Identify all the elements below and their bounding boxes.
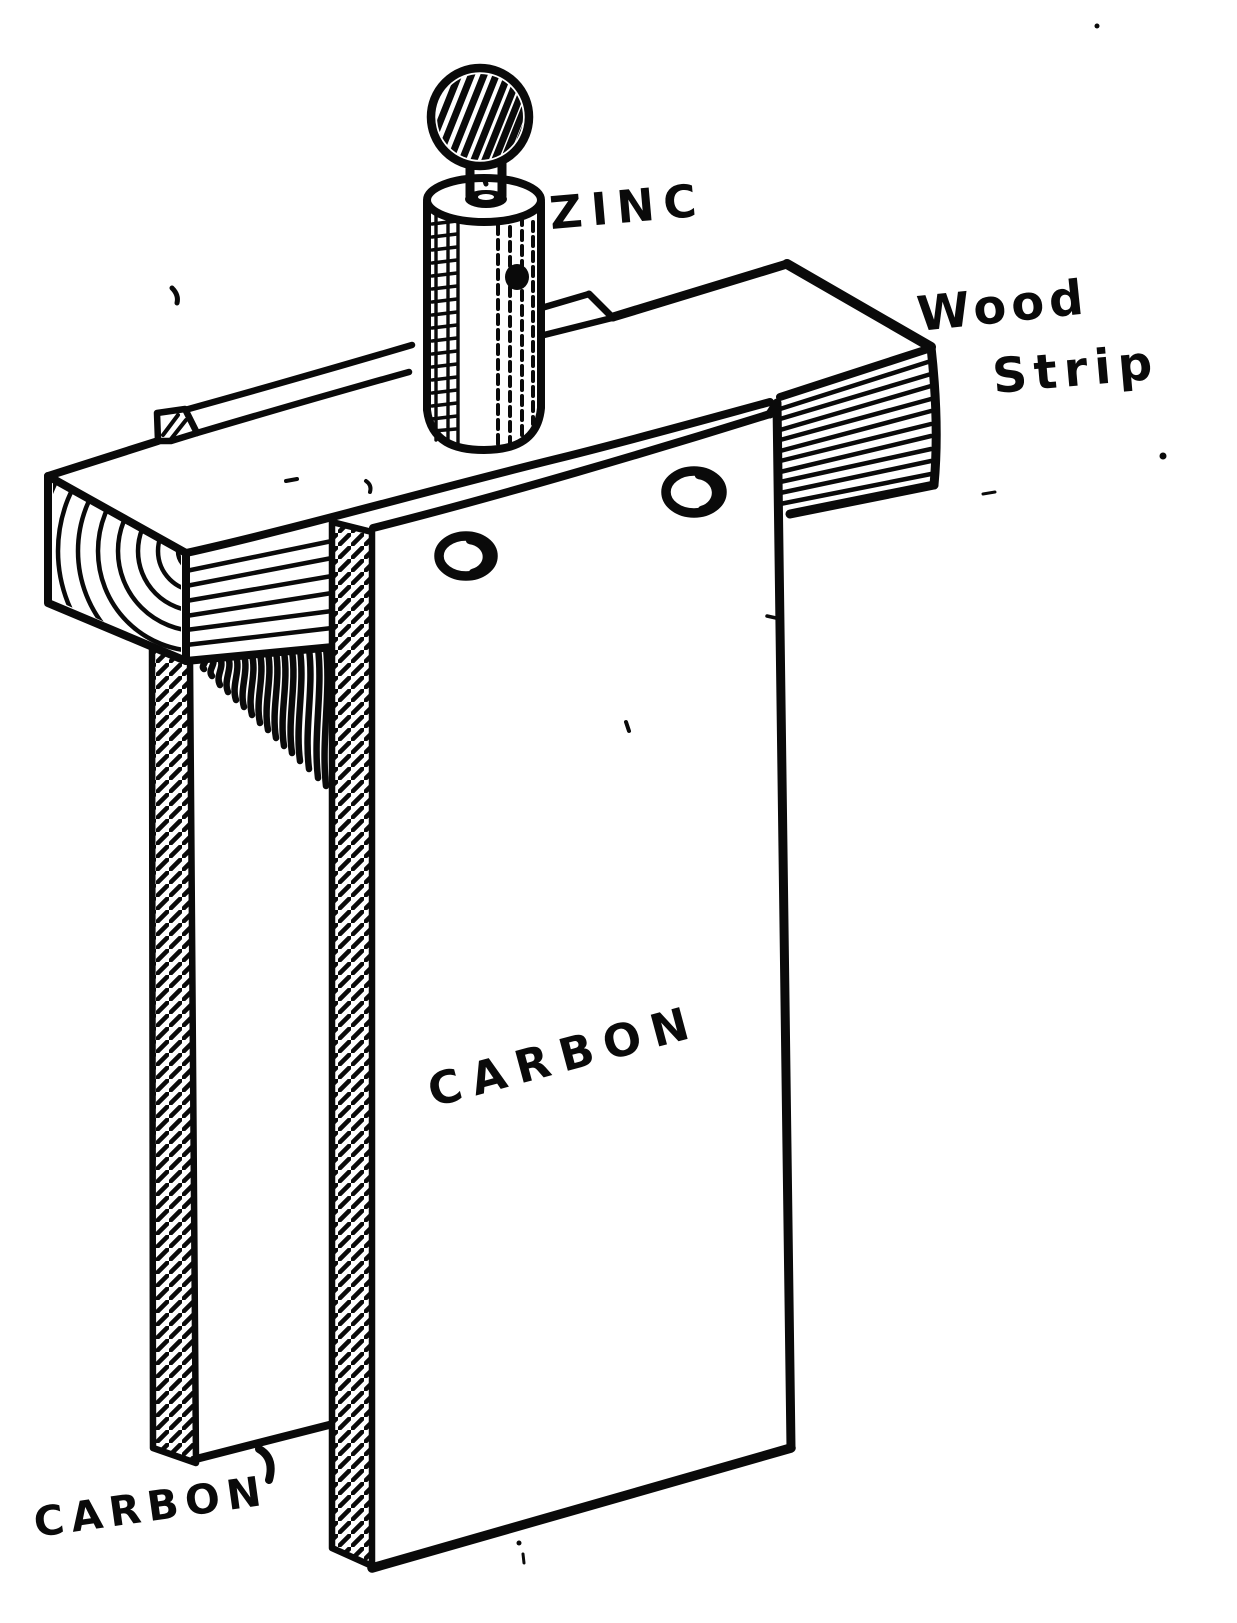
- socket-highlight: [478, 194, 494, 200]
- front-plate-edge-hatch: [328, 518, 376, 1570]
- bolt-hole-right: [661, 466, 727, 518]
- groove-rear-line-right: [534, 290, 593, 313]
- bolt-hole-left: [434, 531, 498, 581]
- strip-front-top-edge: [182, 398, 774, 557]
- wood-strip: [44, 259, 941, 665]
- wood-strip-body: [48, 264, 935, 661]
- groove-rear-line: [181, 341, 416, 414]
- rear-plate-edge-hatch: [148, 643, 200, 1467]
- wood-front-grain-right: [777, 358, 934, 507]
- front-plate-bottom-edge: [367, 1443, 796, 1573]
- groove-end-step: [585, 290, 617, 322]
- label-carbon-rear: CARBON: [31, 1467, 271, 1547]
- label-wood-strip: Wood Strip: [914, 269, 1161, 405]
- zinc-rod-stipple: [496, 208, 535, 450]
- groove-front-line: [193, 368, 413, 437]
- front-carbon-plate: CARBON: [328, 398, 796, 1573]
- label-wood-line1: Wood: [914, 269, 1090, 343]
- front-plate-top-edge: [369, 410, 774, 532]
- zinc-rod-knurl: [430, 210, 460, 448]
- zinc-electrode: [423, 63, 545, 454]
- shadow-scribble: [199, 644, 331, 790]
- front-plate-face: [332, 403, 791, 1568]
- label-zinc: ZINC: [547, 174, 707, 240]
- front-plate-right-edge: [765, 398, 796, 1453]
- strip-rear-edge-right: [608, 259, 792, 322]
- strip-right-top-edge: [782, 259, 936, 352]
- stray-ink-marks: [169, 23, 1167, 1565]
- rear-plate-bottom-edge: [192, 1420, 337, 1463]
- groove-front-line-right: [536, 314, 616, 340]
- wood-front-grain-left: [183, 538, 335, 648]
- strip-right-end-edge: [926, 342, 941, 490]
- label-wood-line2: Strip: [990, 335, 1161, 405]
- zinc-rod-body: [423, 198, 545, 454]
- groove-end-cap: [153, 405, 201, 445]
- strip-front-top-edge-right: [776, 344, 935, 401]
- strip-bottom-edge-right: [785, 480, 939, 519]
- carbon-rear-leader-tick: [255, 1445, 275, 1484]
- strip-rear-edge-left: [44, 437, 162, 480]
- zinc-rod-spot: [505, 264, 529, 290]
- label-carbon-rear-group: CARBON: [31, 1445, 275, 1547]
